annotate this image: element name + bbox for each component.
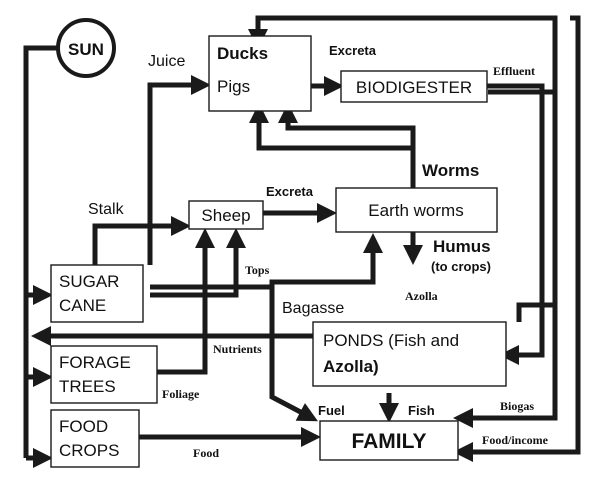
bagasse-arrow xyxy=(150,233,383,290)
earthworms-label: Earth worms xyxy=(368,201,463,220)
bagasse-label: Bagasse xyxy=(282,300,344,317)
stalk-label: Stalk xyxy=(88,201,125,218)
foliage-arrow xyxy=(157,228,215,375)
excreta-sheep-label: Excreta xyxy=(266,184,314,199)
biogas-label: Biogas xyxy=(500,399,534,413)
family-box xyxy=(319,420,459,461)
fish-label: Fish xyxy=(408,403,435,418)
foragetrees-label-line2: TREES xyxy=(59,377,116,396)
sun-label: SUN xyxy=(68,40,104,59)
tops-label: Tops xyxy=(245,263,270,277)
biogas-arrow xyxy=(453,89,558,428)
sheep-box xyxy=(188,200,264,230)
humus-sub-label: (to crops) xyxy=(431,259,491,274)
fuel-label: Fuel xyxy=(318,403,345,418)
foodcrops-box xyxy=(50,409,140,468)
worms-label: Worms xyxy=(422,161,479,180)
ponds-label-line2: Azolla) xyxy=(323,357,379,376)
effluent-arrow xyxy=(487,83,545,365)
biodigester-label: BIODIGESTER xyxy=(356,78,472,97)
sheep-label: Sheep xyxy=(201,206,250,225)
nutrients-label: Nutrients xyxy=(213,342,262,356)
foodcrops-label-line1: FOOD xyxy=(59,417,108,436)
juice-arrow xyxy=(147,75,211,265)
food-income-arrow xyxy=(453,15,581,462)
worms-to-ducks-arrow xyxy=(249,103,416,188)
fuel-arrow xyxy=(269,287,318,422)
ducks-pigs-box xyxy=(208,35,312,112)
foragetrees-label-line1: FORAGE xyxy=(59,353,131,372)
ducks-label: Ducks xyxy=(217,44,268,63)
foragetrees-box xyxy=(50,345,158,404)
tops-arrow xyxy=(150,228,246,298)
worms-to-pigs-arrow xyxy=(278,103,416,148)
pigs-label: Pigs xyxy=(217,77,250,96)
sugarcane-label-line1: SUGAR xyxy=(59,272,119,291)
effluent-label: Effluent xyxy=(493,64,535,78)
ponds-label-line1: PONDS (Fish and xyxy=(323,331,459,350)
sugarcane-box xyxy=(50,264,144,323)
juice-label: Juice xyxy=(148,53,185,70)
foodcrops-label-line2: CROPS xyxy=(59,441,119,460)
family-label: FAMILY xyxy=(351,430,426,453)
azolla-label: Azolla xyxy=(405,289,438,303)
sun-node xyxy=(56,18,116,78)
excreta-top-label: Excreta xyxy=(329,43,377,58)
foliage-label: Foliage xyxy=(162,387,200,401)
food-label: Food xyxy=(193,446,219,460)
ponds-box xyxy=(312,321,507,387)
earthworms-box xyxy=(335,187,498,233)
sugarcane-label-line2: CANE xyxy=(59,296,106,315)
sun-energy-trunk xyxy=(23,45,58,458)
food-income-label: Food/income xyxy=(482,433,549,447)
biodigester-box xyxy=(340,70,488,103)
stalk-arrow xyxy=(92,216,191,265)
humus-label: Humus xyxy=(433,237,491,256)
